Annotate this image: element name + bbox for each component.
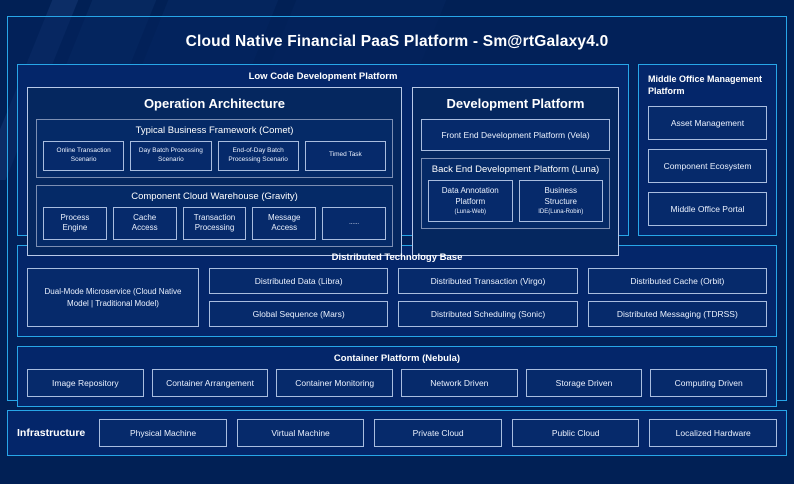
item-public-cloud[interactable]: Public Cloud bbox=[511, 419, 640, 447]
page-title: Cloud Native Financial PaaS Platform - S… bbox=[185, 33, 609, 50]
item-computing-driven[interactable]: Computing Driven bbox=[650, 369, 768, 397]
dtb-column-3: Distributed Cache (Orbit) Distributed Me… bbox=[587, 268, 767, 327]
item-distributed-cache[interactable]: Distributed Cache (Orbit) bbox=[587, 268, 767, 294]
container-platform-body: Image Repository Container Arrangement C… bbox=[18, 369, 776, 406]
infrastructure-label: Infrastructure bbox=[17, 427, 86, 439]
item-line1: Message bbox=[268, 212, 301, 222]
item-line2: Access bbox=[131, 223, 158, 233]
item-distributed-messaging[interactable]: Distributed Messaging (TDRSS) bbox=[587, 301, 767, 327]
item-image-repository[interactable]: Image Repository bbox=[27, 369, 144, 397]
item-container-monitoring[interactable]: Container Monitoring bbox=[276, 369, 394, 397]
item-line1: Business bbox=[544, 186, 577, 195]
item-line2: Structure bbox=[544, 196, 577, 206]
item-data-annotation-platform[interactable]: Data Annotation Platform (Luna-Web) bbox=[428, 180, 513, 222]
panel-infrastructure: Infrastructure Physical Machine Virtual … bbox=[7, 410, 787, 456]
item-virtual-machine[interactable]: Virtual Machine bbox=[236, 419, 365, 447]
item-storage-driven[interactable]: Storage Driven bbox=[525, 369, 643, 397]
panel-low-code-development-platform: Low Code Development Platform Operation … bbox=[17, 64, 629, 257]
item-global-sequence[interactable]: Global Sequence (Mars) bbox=[209, 301, 389, 327]
operation-architecture-title: Operation Architecture bbox=[143, 96, 286, 111]
group-typical-business-framework: Typical Business Framework (Comet) Onlin… bbox=[36, 119, 393, 178]
item-container-arrangement[interactable]: Container Arrangement bbox=[151, 369, 269, 397]
item-distributed-transaction[interactable]: Distributed Transaction (Virgo) bbox=[398, 268, 578, 294]
dtb-column-2: Distributed Transaction (Virgo) Distribu… bbox=[398, 268, 578, 327]
item-private-cloud[interactable]: Private Cloud bbox=[374, 419, 502, 447]
container-platform-title: Container Platform (Nebula) bbox=[333, 353, 461, 364]
group-items: Data Annotation Platform (Luna-Web) Busi… bbox=[428, 180, 603, 222]
subpanel-operation-architecture: Operation Architecture Typical Business … bbox=[27, 87, 402, 257]
item-message-access[interactable]: Message Access bbox=[252, 206, 317, 241]
item-line1: Data Annotation bbox=[441, 186, 499, 195]
item-localized-hardware[interactable]: Localized Hardware bbox=[649, 419, 777, 447]
item-distributed-scheduling[interactable]: Distributed Scheduling (Sonic) bbox=[398, 301, 578, 327]
item-component-ecosystem[interactable]: Component Ecosystem bbox=[648, 149, 767, 184]
item-business-structure-ide[interactable]: Business Structure IDE(Luna-Robin) bbox=[518, 180, 603, 222]
item-end-of-day-batch-processing-scenario[interactable]: End-of-Day Batch Processing Scenario bbox=[217, 141, 299, 171]
item-line1: Cache bbox=[133, 212, 157, 222]
item-line1: Transaction bbox=[193, 212, 236, 222]
item-front-end-development-platform[interactable]: Front End Development Platform (Vela) bbox=[421, 119, 610, 151]
item-network-driven[interactable]: Network Driven bbox=[401, 369, 518, 397]
group-items: Online Transaction Scenario Day Batch Pr… bbox=[43, 141, 386, 171]
middle-office-list: Asset Management Component Ecosystem Mid… bbox=[648, 106, 767, 226]
item-line1: Online Transaction bbox=[56, 147, 111, 154]
dtb-column-1: Distributed Data (Libra) Global Sequence… bbox=[209, 268, 389, 327]
main-frame: Cloud Native Financial PaaS Platform - S… bbox=[7, 16, 787, 407]
item-line1: Day Batch Processing bbox=[138, 147, 203, 154]
item-line2: Engine bbox=[62, 223, 88, 233]
distributed-technology-base-title: Distributed Technology Base bbox=[331, 252, 463, 263]
item-online-transaction-scenario[interactable]: Online Transaction Scenario bbox=[43, 141, 125, 171]
middle-office-title: Middle Office Management Platform bbox=[648, 74, 763, 97]
item-line2: Processing Scenario bbox=[228, 155, 288, 163]
item-distributed-data[interactable]: Distributed Data (Libra) bbox=[209, 268, 389, 294]
group-back-end-development-platform: Back End Development Platform (Luna) Dat… bbox=[421, 158, 610, 229]
low-code-title: Low Code Development Platform bbox=[248, 71, 398, 82]
item-line2: Scenario bbox=[158, 155, 184, 163]
development-platform-stack: Front End Development Platform (Vela) Ba… bbox=[421, 119, 610, 229]
item-line2: Processing bbox=[194, 223, 235, 233]
panel-middle-office-management-platform: Middle Office Management Platform Asset … bbox=[638, 64, 777, 236]
item-line1: ...... bbox=[349, 220, 360, 227]
distributed-technology-base-body: Dual-Mode Microservice (Cloud Native Mod… bbox=[18, 268, 776, 336]
item-line2: Platform bbox=[455, 196, 486, 206]
item-process-engine[interactable]: Process Engine bbox=[43, 206, 107, 241]
item-timed-task[interactable]: Timed Task bbox=[304, 141, 386, 171]
item-physical-machine[interactable]: Physical Machine bbox=[99, 419, 227, 447]
item-line3: (Luna-Web) bbox=[454, 208, 487, 215]
group-component-cloud-warehouse: Component Cloud Warehouse (Gravity) Proc… bbox=[36, 184, 393, 248]
item-day-batch-processing-scenario[interactable]: Day Batch Processing Scenario bbox=[130, 141, 212, 171]
panel-container-platform: Container Platform (Nebula) Image Reposi… bbox=[17, 346, 777, 407]
item-line2: Scenario bbox=[70, 155, 97, 163]
item-line1: End-of-Day Batch bbox=[232, 147, 284, 154]
item-line1: Timed Task bbox=[328, 151, 362, 159]
group-title: Component Cloud Warehouse (Gravity) bbox=[131, 190, 298, 202]
item-line3: IDE(Luna-Robin) bbox=[538, 208, 584, 215]
subpanel-development-platform: Development Platform Front End Developme… bbox=[412, 87, 619, 257]
low-code-body: Operation Architecture Typical Business … bbox=[18, 87, 628, 265]
item-asset-management[interactable]: Asset Management bbox=[648, 106, 767, 141]
group-items: Process Engine Cache Access Transaction … bbox=[43, 206, 386, 241]
item-line1: Process bbox=[60, 212, 90, 222]
item-ellipsis[interactable]: ...... bbox=[322, 206, 386, 241]
group-title: Typical Business Framework (Comet) bbox=[135, 125, 294, 136]
top-row: Low Code Development Platform Operation … bbox=[8, 64, 786, 257]
development-platform-title: Development Platform bbox=[446, 96, 585, 111]
panel-distributed-technology-base: Distributed Technology Base Dual-Mode Mi… bbox=[17, 245, 777, 337]
item-middle-office-portal[interactable]: Middle Office Portal bbox=[648, 192, 767, 226]
item-transaction-processing[interactable]: Transaction Processing bbox=[182, 206, 247, 241]
item-line2: Access bbox=[271, 223, 298, 233]
group-title: Back End Development Platform (Luna) bbox=[431, 164, 600, 175]
item-cache-access[interactable]: Cache Access bbox=[112, 206, 177, 241]
item-dual-mode-microservice[interactable]: Dual-Mode Microservice (Cloud Native Mod… bbox=[27, 268, 199, 327]
